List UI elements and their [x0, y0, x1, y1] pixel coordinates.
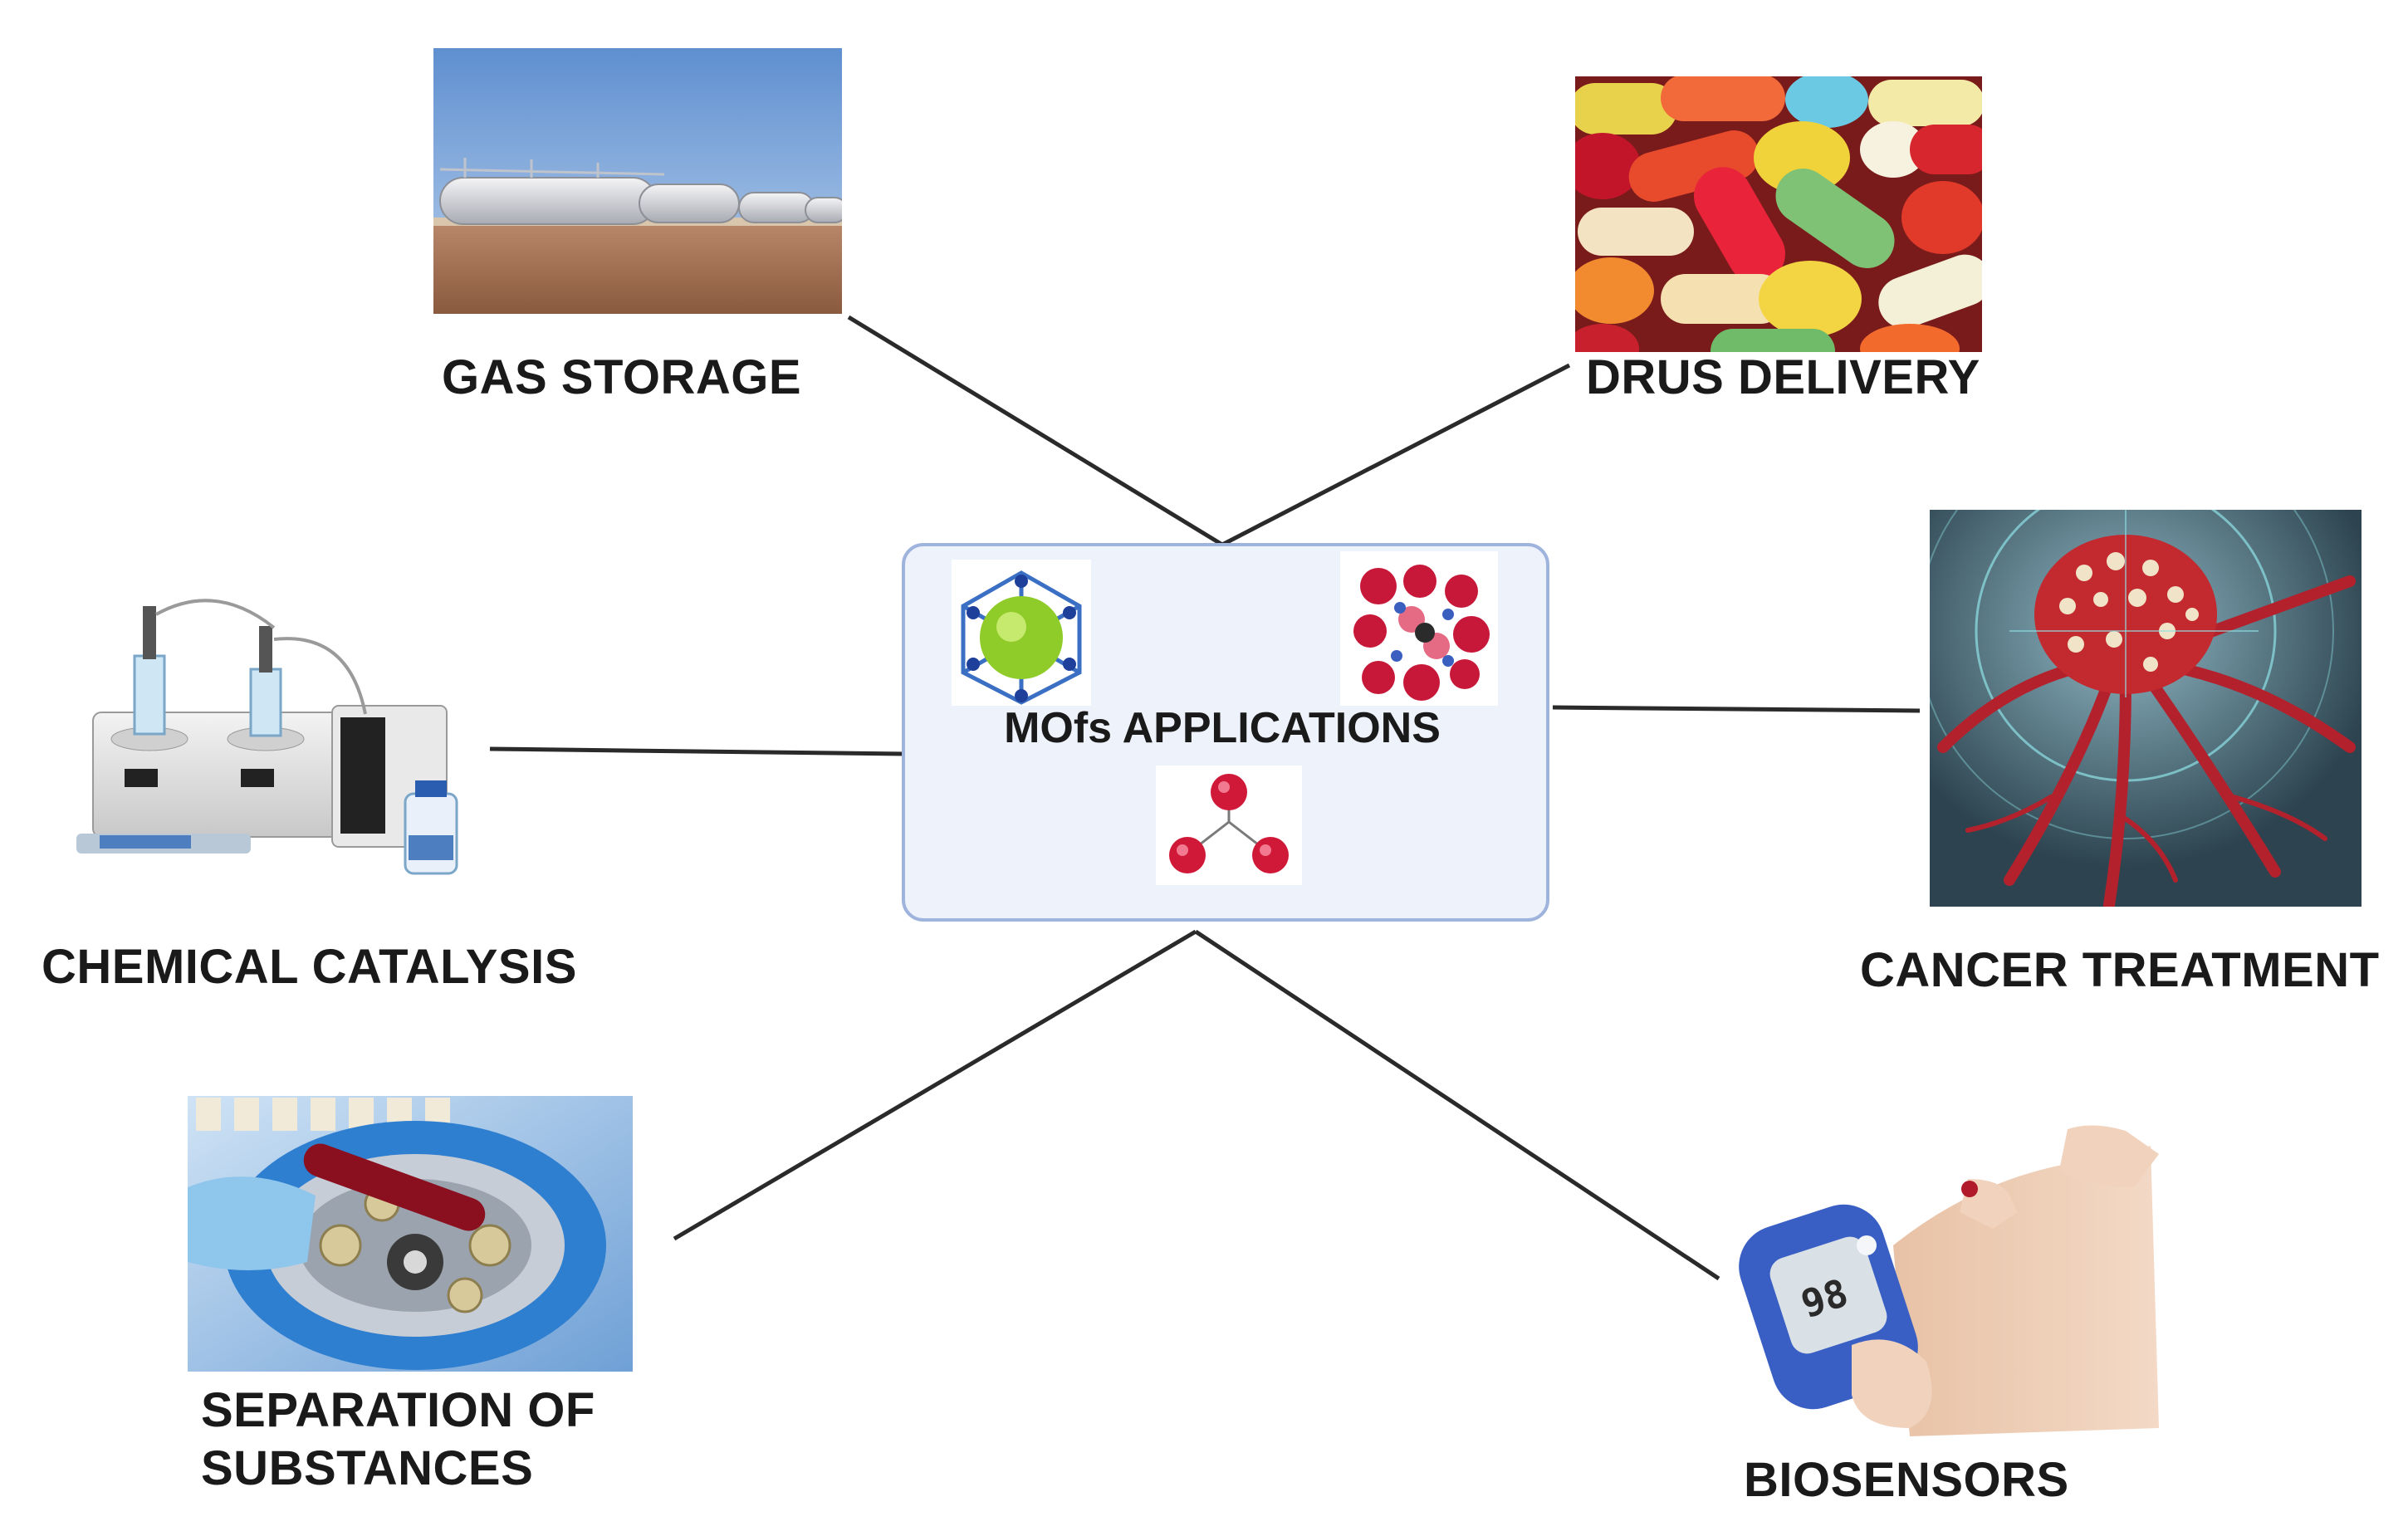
label-chemical-catalysis: CHEMICAL CATALYSIS — [42, 940, 577, 994]
separation-image — [188, 1096, 633, 1372]
chemical-catalysis-image — [76, 599, 458, 875]
connector-lines — [489, 315, 1921, 1281]
label-biosensors: BIOSENSORS — [1744, 1453, 2069, 1507]
gas-storage-image — [433, 48, 842, 314]
connector-drug-delivery — [1221, 363, 1571, 547]
mof-framework-icon — [952, 560, 1091, 706]
center-node: MOfs APPLICATIONS — [902, 543, 1549, 922]
mof-cage-icon — [1340, 551, 1498, 706]
mof-linker-icon — [1156, 766, 1302, 885]
label-gas-storage: GAS STORAGE — [442, 350, 802, 404]
drug-delivery-image — [1575, 76, 1982, 352]
center-title: MOfs APPLICATIONS — [1004, 704, 1441, 752]
label-drug-delivery: DRUS DELIVERY — [1586, 350, 1980, 404]
cancer-treatment-image — [1930, 510, 2362, 907]
label-cancer-treatment: CANCER TREATMENT — [1860, 943, 2380, 997]
connector-biosensors — [1194, 929, 1720, 1281]
connector-chemical-catalysis — [489, 746, 904, 756]
connector-cancer-treatment — [1552, 705, 1921, 713]
label-separation-line1: SEPARATION OF — [201, 1383, 595, 1437]
label-separation-line2: SUBSTANCES — [201, 1441, 534, 1495]
biosensors-image: 98 — [1739, 1125, 2159, 1436]
connector-gas-storage — [847, 315, 1224, 547]
connector-separation — [673, 929, 1197, 1241]
